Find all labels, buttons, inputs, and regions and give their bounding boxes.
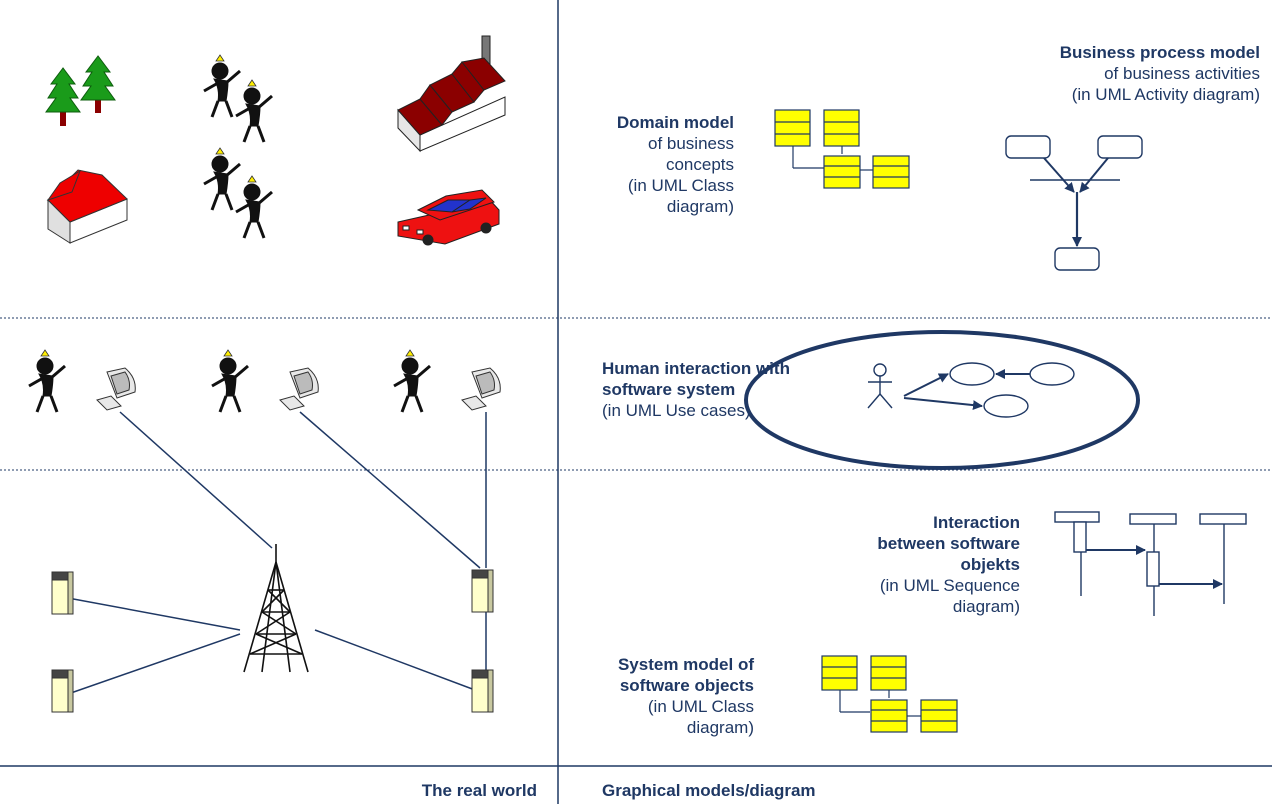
domain-model-line-1: of business [648, 134, 734, 153]
domain-model-line-4: diagram) [666, 197, 734, 216]
user-workstation-2 [211, 349, 319, 413]
human-interaction-label: Human interaction with software system (… [602, 358, 862, 421]
trees-icon [45, 55, 116, 126]
system-model-title-2: software objects [619, 676, 754, 695]
interaction-objects-title-1: Interaction [933, 513, 1020, 532]
system-model-class-diagram [821, 655, 958, 733]
user-workstation-3 [393, 349, 501, 413]
business-process-label: Business process model of business activ… [960, 42, 1260, 105]
domain-model-label: Domain model of business concepts (in UM… [554, 112, 734, 217]
interaction-objects-line-1: (in UML Sequence [879, 576, 1020, 595]
network-links [67, 411, 487, 695]
server-icons [51, 569, 494, 713]
footer-real-world: The real world [421, 781, 537, 800]
human-interaction-title-2: software system [602, 380, 736, 399]
sequence-diagram [1054, 511, 1247, 616]
footer-left-label: The real world [277, 780, 537, 801]
domain-model-class-diagram [774, 109, 910, 189]
factory-icon [397, 35, 506, 153]
interaction-objects-label: Interaction between software objekts (in… [800, 512, 1020, 617]
business-process-line-1: of business activities [1104, 64, 1260, 83]
house-icon [46, 169, 128, 244]
highlight-ellipse [744, 330, 1140, 470]
footer-graphical-models: Graphical models/diagram [602, 781, 816, 800]
activity-diagram [1005, 135, 1143, 271]
interaction-objects-title-2: between software [877, 534, 1020, 553]
radio-tower-icon [243, 544, 309, 673]
business-process-line-2: (in UML Activity diagram) [1071, 85, 1260, 104]
system-model-title-1: System model of [617, 655, 754, 674]
user-workstation-1 [28, 349, 136, 413]
system-model-label: System model of software objects (in UML… [534, 654, 754, 738]
interaction-objects-title-3: objekts [960, 555, 1020, 574]
user-workstations-icon [28, 349, 501, 413]
domain-model-title: Domain model [616, 113, 734, 132]
human-interaction-title-1: Human interaction with [602, 359, 790, 378]
system-model-line-1: (in UML Class [647, 697, 754, 716]
human-interaction-line-1: (in UML Use cases) [602, 401, 751, 420]
system-model-line-2: diagram) [686, 718, 754, 737]
use-case-diagram [867, 362, 1075, 418]
domain-model-line-3: (in UML Class [627, 176, 734, 195]
people-group-icon [203, 54, 273, 239]
footer-right-label: Graphical models/diagram [602, 780, 922, 801]
business-process-title: Business process model [1059, 43, 1260, 62]
car-icon [397, 189, 500, 246]
domain-model-line-2: concepts [665, 155, 734, 174]
interaction-objects-line-2: diagram) [952, 597, 1020, 616]
